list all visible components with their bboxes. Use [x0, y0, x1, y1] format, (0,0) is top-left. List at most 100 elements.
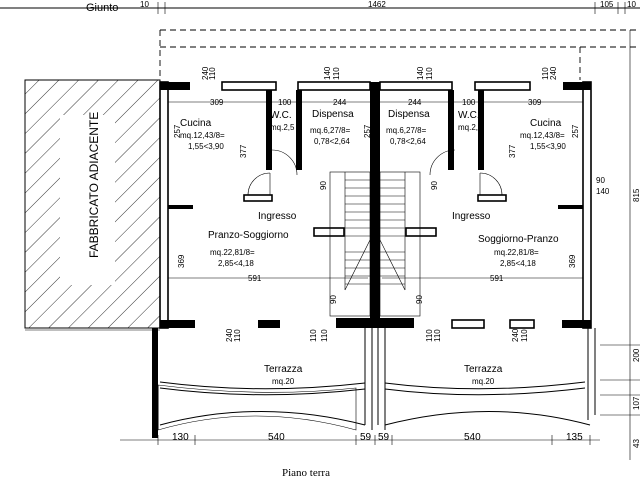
soggiorno-right-name: Soggiorno-Pranzo	[478, 234, 559, 245]
dim-90-bottom-right: 90	[415, 295, 424, 304]
soggiorno-left-name: Pranzo-Soggiorno	[208, 230, 289, 241]
dim-240-right: 240	[549, 66, 558, 80]
dim-309-left: 309	[210, 98, 224, 107]
dim-257-left: 257	[173, 124, 182, 138]
dim-100-right: 100	[462, 98, 476, 107]
cucina-left-name: Cucina	[180, 118, 212, 129]
room-labels: Cucina mq.12,43/8= 1,55<3,90 W.C. mq.2,5…	[180, 109, 566, 386]
dim-591-left: 591	[248, 274, 262, 283]
staircase	[329, 171, 421, 317]
dim-110-left: 110	[208, 67, 217, 80]
dashed-outline	[25, 29, 640, 331]
dim-top-105: 105	[600, 0, 614, 9]
doors	[247, 149, 503, 196]
inner-height-dims: 257 377 257 377 257 90 90 90 140 369 369…	[173, 124, 610, 304]
dim-b110b-left: 110	[309, 329, 318, 342]
dim-bottom-59b: 59	[378, 432, 390, 443]
dim-240-left: 240	[201, 66, 210, 80]
dim-top-10a: 10	[140, 0, 149, 9]
inner-width-dims: 309 100 244 244 100 309	[168, 98, 583, 107]
ingresso-right-name: Ingresso	[452, 211, 491, 222]
cucina-left-ratio: 1,55<3,90	[188, 142, 224, 151]
dim-90-right: 90	[430, 181, 439, 190]
dim-bottom-59a: 59	[360, 432, 372, 443]
dim-257-right: 257	[571, 124, 580, 138]
top-wall-dims: 240 110 140 110 140 110 110 240	[201, 66, 558, 80]
terrazza-left-area: mq.20	[272, 377, 295, 386]
dim-b240-right: 240	[511, 328, 520, 342]
dim-257-mid: 257	[363, 124, 372, 138]
dim-100-left: 100	[278, 98, 292, 107]
dim-244-right: 244	[408, 98, 422, 107]
dim-b110-left: 110	[233, 329, 242, 342]
dim-b110b-right: 110	[433, 329, 442, 342]
wc-left-area: mq.2,5	[270, 123, 295, 132]
dispensa-left-name: Dispensa	[312, 109, 354, 120]
dim-right-815: 815	[632, 188, 640, 202]
cucina-left-area: mq.12,43/8=	[180, 131, 225, 140]
terraces	[152, 328, 640, 438]
soggiorno-right-ratio: 2,85<4,18	[500, 259, 536, 268]
dim-244-left: 244	[333, 98, 347, 107]
top-dimension-line: Giunto 10 1462 105 10	[0, 0, 640, 14]
soggiorno-left-area: mq.22,81/8=	[210, 248, 255, 257]
dim-top-10b: 10	[627, 0, 636, 9]
dim-309-right: 309	[528, 98, 542, 107]
adjacent-building: FABBRICATO ADIACENTE	[24, 79, 161, 329]
dispensa-right-ratio: 0,78<2,64	[390, 137, 426, 146]
dispensa-left-area: mq.6,27/8=	[310, 126, 351, 135]
terrazza-right-name: Terrazza	[464, 364, 503, 375]
interior-walls	[168, 90, 583, 237]
right-dimension-line: 815 200 107 43	[629, 30, 640, 460]
dim-bottom-130: 130	[172, 432, 189, 443]
cucina-right-ratio: 1,55<3,90	[530, 142, 566, 151]
drawing-title: Piano terra	[282, 467, 330, 479]
bottom-dimension-line: 130 540 59 59 540 135	[120, 432, 600, 445]
room-width-591: 591 591	[168, 274, 583, 283]
cucina-right-name: Cucina	[530, 118, 562, 129]
giunto-label: Giunto	[86, 2, 118, 14]
dim-369-right: 369	[568, 254, 577, 268]
dim-b240-left: 240	[225, 328, 234, 342]
dim-right-43: 43	[632, 439, 640, 448]
dim-377-right: 377	[508, 144, 517, 158]
wc-right-area: mq.2,5	[458, 123, 483, 132]
dim-right-200: 200	[632, 348, 640, 362]
wc-left-name: W.C.	[270, 110, 292, 121]
dim-110b-left: 110	[332, 67, 341, 80]
dim-140-left: 140	[323, 66, 332, 80]
dim-top-1462: 1462	[368, 0, 386, 9]
dim-bottom-135: 135	[566, 432, 583, 443]
dim-140-edge: 140	[596, 187, 610, 196]
dim-369-left: 369	[177, 254, 186, 268]
adjacent-building-label: FABBRICATO ADIACENTE	[87, 112, 101, 258]
exterior-walls	[159, 81, 592, 329]
wc-right-name: W.C.	[458, 110, 480, 121]
dim-110-right: 110	[425, 67, 434, 80]
dim-377-left: 377	[239, 144, 248, 158]
terrazza-right-area: mq.20	[472, 377, 495, 386]
dim-b110-right: 110	[425, 329, 434, 342]
soggiorno-right-area: mq.22,81/8=	[494, 248, 539, 257]
dim-591-right: 591	[490, 274, 504, 283]
cucina-right-area: mq.12,43/8=	[520, 131, 565, 140]
terrazza-left-name: Terrazza	[264, 364, 303, 375]
dispensa-left-ratio: 0,78<2,64	[314, 137, 350, 146]
dim-b110c-right: 110	[520, 329, 529, 342]
dim-b110c-left: 110	[320, 329, 329, 342]
dim-110b-right: 110	[541, 67, 550, 80]
dim-90-left: 90	[319, 181, 328, 190]
bottom-wall-dims: 240 110 110 110 110 110 240 110	[225, 328, 529, 342]
soggiorno-left-ratio: 2,85<4,18	[218, 259, 254, 268]
dim-bottom-540b: 540	[464, 432, 481, 443]
dim-90-bottom-left: 90	[329, 295, 338, 304]
dim-140-right: 140	[416, 66, 425, 80]
ingresso-left-name: Ingresso	[258, 211, 297, 222]
dim-right-107: 107	[632, 396, 640, 410]
dispensa-right-name: Dispensa	[388, 109, 430, 120]
dim-bottom-540a: 540	[268, 432, 285, 443]
dispensa-right-area: mq.6,27/8=	[386, 126, 427, 135]
dim-90-edge: 90	[596, 176, 605, 185]
